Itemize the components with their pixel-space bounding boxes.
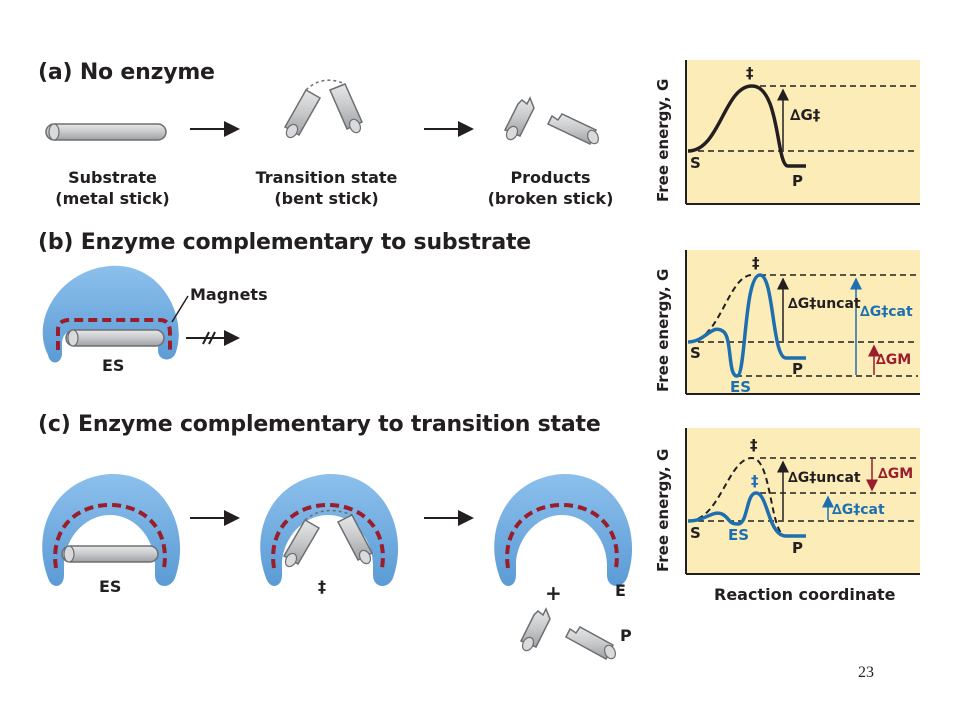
blocked-arrow (186, 330, 240, 346)
energy-graph-3: ‡ ‡ ∆G‡uncat ∆GM ∆G‡cat S ES P Free ener… (654, 428, 920, 604)
transition-sublabel: (bent stick) (274, 189, 379, 208)
g3-ts-outer: ‡ (750, 436, 758, 454)
g2-es: ES (730, 378, 751, 396)
g2-ts: ‡ (752, 254, 760, 272)
broken-stick (503, 96, 600, 146)
g3-dg-m: ∆GM (878, 466, 913, 482)
g1-dg: ∆G‡ (790, 106, 821, 124)
energy-graph-2: ‡ ∆G‡uncat ∆G‡cat ∆GM S ES P Free energy… (654, 250, 920, 396)
enzyme-c2 (260, 473, 399, 586)
plus-label: + (545, 581, 562, 605)
substrate-label: Substrate (68, 168, 157, 187)
products-sublabel: (broken stick) (487, 189, 614, 208)
panel-a-title: (a) No enzyme (38, 60, 215, 85)
page-number: 23 (858, 664, 874, 681)
ts-label-c: ‡ (318, 577, 326, 596)
g3-dg-uncat: ∆G‡uncat (788, 470, 861, 486)
g2-dg-uncat: ∆G‡uncat (788, 296, 861, 312)
bent-stick-in-enzyme (282, 509, 374, 568)
enzyme-b (42, 265, 179, 363)
g1-s: S (690, 154, 701, 172)
panel-b-title: (b) Enzyme complementary to substrate (38, 230, 532, 255)
panel-c-title: (c) Enzyme complementary to transition s… (38, 412, 601, 437)
magnets-label: Magnets (190, 285, 268, 304)
enzyme-c1 (42, 473, 181, 586)
es-label-c: ES (99, 577, 121, 596)
products-label: Products (510, 168, 591, 187)
g3-p: P (792, 539, 803, 557)
substrate-in-enzyme (65, 329, 165, 347)
substrate-in-enzyme-c (61, 545, 159, 563)
product-pieces (519, 607, 617, 661)
g3-ylabel: Free energy, G (654, 449, 672, 572)
energy-graph-1: ‡ ∆G‡ S P Free energy, G (654, 60, 920, 205)
g2-s: S (690, 344, 701, 362)
substrate-caption: Substrate (metal stick) (40, 167, 185, 209)
magnets-pointer (171, 295, 189, 323)
g3-es: ES (728, 526, 749, 544)
e-label: E (615, 581, 626, 600)
bent-stick (283, 79, 363, 139)
g2-p: P (792, 360, 803, 378)
g1-p: P (792, 172, 803, 190)
g2-ylabel: Free energy, G (654, 269, 672, 392)
g3-ts-inner: ‡ (751, 472, 759, 490)
transition-caption: Transition state (bent stick) (244, 167, 409, 209)
transition-label: Transition state (255, 168, 398, 187)
g1-ylabel: Free energy, G (654, 79, 672, 202)
g1-ts: ‡ (746, 64, 754, 82)
es-label-b: ES (102, 356, 124, 375)
substrate-sublabel: (metal stick) (55, 189, 170, 208)
g2-dg-cat: ∆G‡cat (860, 304, 913, 320)
p-label: P (620, 626, 632, 645)
products-caption: Products (broken stick) (478, 167, 623, 209)
g3-dg-cat: ∆G‡cat (832, 502, 885, 518)
substrate-stick (45, 123, 167, 141)
g2-dg-m: ∆GM (876, 352, 911, 368)
g3-s: S (690, 524, 701, 542)
g3-xlabel: Reaction coordinate (714, 585, 896, 604)
enzyme-c3 (494, 473, 633, 586)
